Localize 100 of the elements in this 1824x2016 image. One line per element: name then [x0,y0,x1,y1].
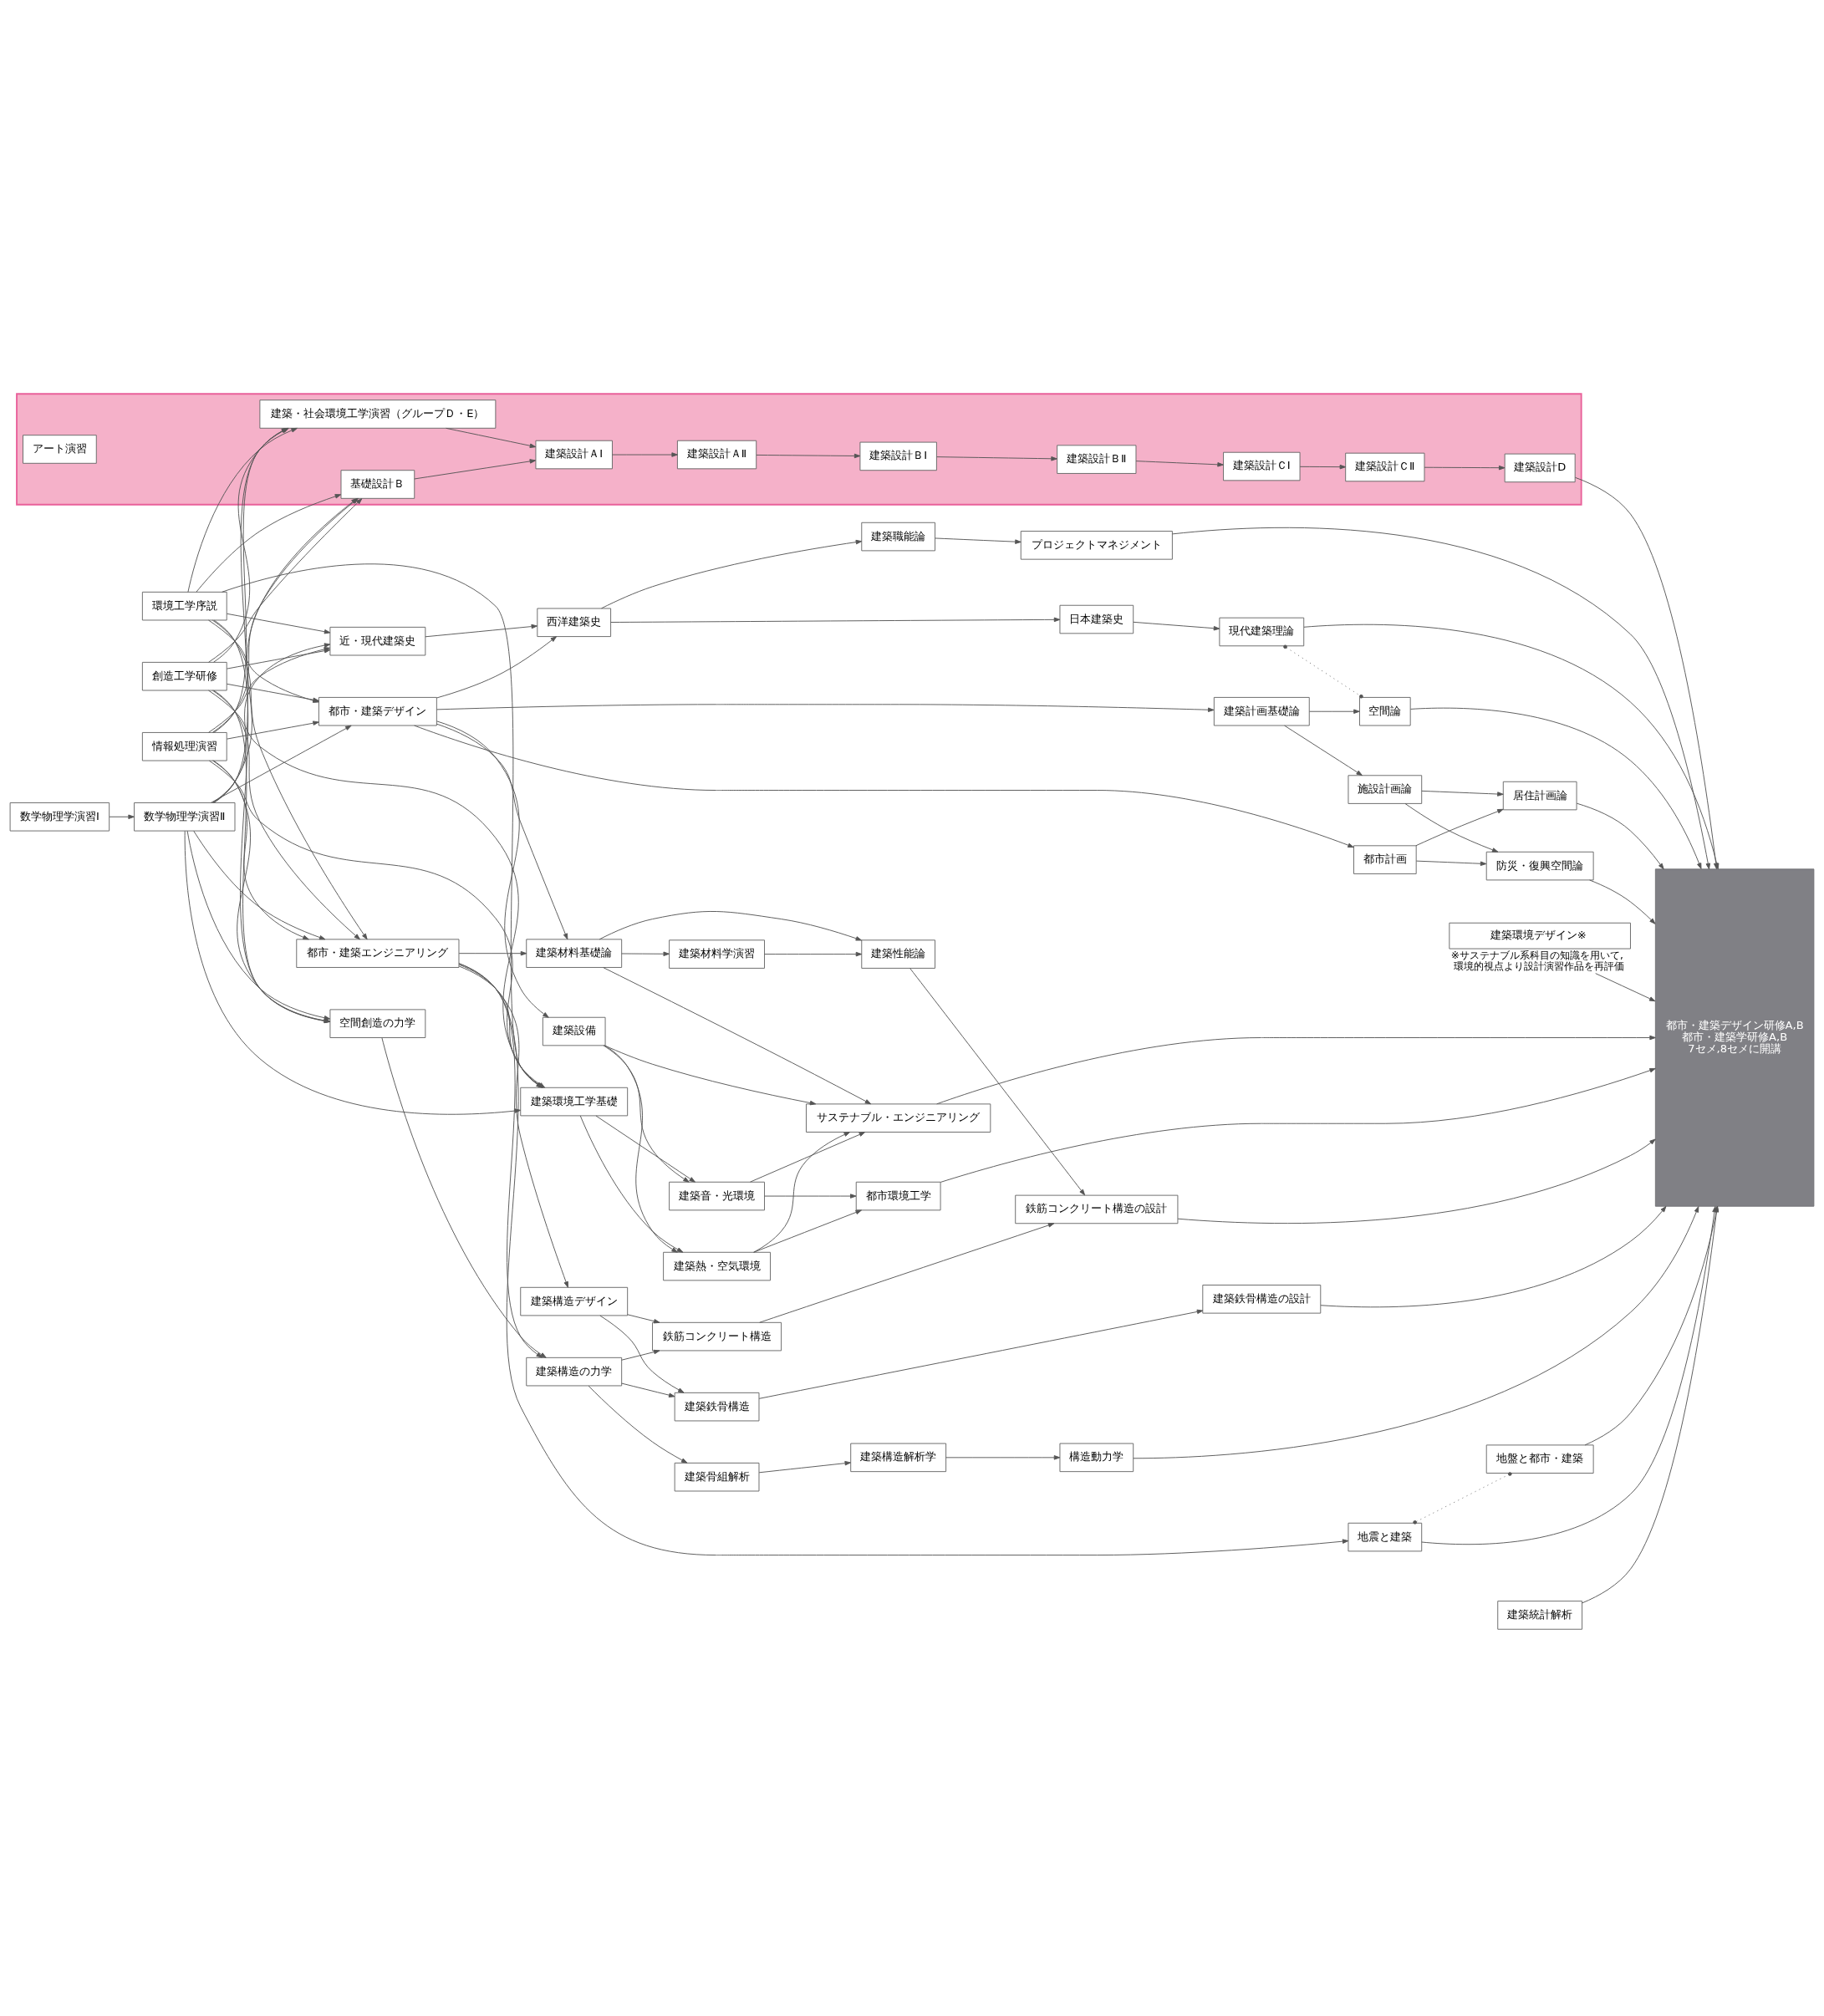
arrow [750,1131,866,1183]
node-box: 空間創造の力学 [329,1008,426,1038]
node-box: 鉄筋コンクリート構造 [652,1321,782,1351]
node-box: 建築設計ＢⅡ [1057,444,1137,474]
arrow [1177,1138,1656,1224]
arrow [458,950,527,955]
node-box: 建築統計解析 [1497,1600,1583,1630]
node-box: 都市・建築デザイン研修A,B 都市・建築学研修A,B 7セメ,8セメに開講 [1654,868,1815,1207]
node-box: 都市・建築デザイン [318,696,437,725]
arrow [753,1209,862,1253]
connector [1283,644,1363,699]
node-box: 建築職能論 [861,522,935,551]
arrow [603,1044,690,1183]
arrow [436,703,1215,712]
node-box: 建築構造の力学 [526,1357,623,1386]
arrow [1576,802,1664,869]
arrow [604,1044,817,1105]
arrow [936,456,1057,461]
arrow [764,951,863,956]
arrow [458,962,1349,1555]
arrow [1320,1205,1667,1307]
arrow [436,635,557,698]
arrow [414,725,1354,848]
arrow [588,1385,688,1464]
arrow [213,760,331,1023]
arrow [599,1315,685,1393]
node-box: 建築設計ＡⅡ [676,440,757,469]
arrow [1135,460,1224,467]
node-box: 建築設備 [542,1016,606,1046]
node-box: 地震と建築 [1348,1522,1423,1551]
arrow [940,1067,1656,1183]
arrow [758,1460,851,1473]
arrow [758,1309,1204,1399]
arrow [196,493,342,593]
arrow [212,760,309,939]
arrow [601,539,863,608]
arrow [1589,879,1656,924]
arrow [1595,972,1656,1001]
node-box: 環境工学序説 [141,591,227,620]
arrow [1309,708,1360,714]
arrow [446,427,537,448]
node-box: 建築設計ＣⅡ [1345,452,1425,481]
node-box: プロジェクトマネジメント [1020,530,1173,560]
node-box: 鉄筋コンクリート構造の設計 [1015,1194,1179,1224]
node-label: ※サステナブル系科目の知識を用いて,環境的視点より設計演習作品を再評価 [1450,949,1625,972]
node-box: 建築材料学演習 [669,939,765,969]
node-box: サステナブル・エンジニアリング [806,1102,991,1133]
arrow [764,1193,857,1199]
arrow [213,690,331,1023]
node-box: 建築設計ＡⅠ [535,440,613,469]
arrow [599,910,863,940]
node-box: 建築音・光環境 [669,1181,765,1210]
arrow [109,814,135,819]
arrow [210,725,352,803]
arrow [227,720,319,740]
arrow [1133,621,1220,630]
arrow [211,619,368,939]
arrow [595,1115,695,1183]
arrow [227,613,331,634]
node-box: 基礎設計Ｂ [340,469,415,499]
node-box: 建築骨組解析 [674,1462,760,1491]
arrow [945,1454,1061,1460]
node-box: 現代建築理論 [1219,617,1305,646]
node-box: 建築構造デザイン [520,1286,629,1316]
node-box: 日本建築史 [1059,604,1134,634]
node-box: 建築鉄骨構造 [674,1392,760,1421]
arrow [1421,790,1504,797]
arrow [621,951,670,956]
node-box: 建築環境工学基礎 [520,1087,629,1116]
arrow [1171,527,1711,869]
node-box: 施設計画論 [1348,774,1423,804]
arrow [1410,707,1702,869]
arrow [211,690,360,939]
node-box: 空間論 [1359,696,1411,725]
node-box: 建築・社会環境工学演習（グループＤ・E） [259,399,497,429]
arrow [436,723,568,939]
node-box: 地盤と都市・建築 [1485,1443,1594,1474]
arrow [759,1222,1055,1323]
connector [1413,1471,1512,1525]
arrow [1404,802,1499,853]
node-box: 構造動力学 [1059,1443,1134,1472]
arrow [621,1382,675,1397]
arrow [193,830,326,939]
node-box: 都市計画 [1353,844,1417,874]
node-box: 建築計画基礎論 [1213,696,1310,725]
arrow [1133,1205,1699,1459]
node-box: 創造工学研修 [141,661,227,690]
node-box: 建築設計ＢⅠ [859,441,937,471]
arrow [1284,725,1363,776]
arrow [909,967,1086,1195]
node-box: 数学物理学演習Ⅰ [9,802,110,832]
node-box: 建築熱・空気環境 [663,1251,771,1280]
arrow [610,617,1061,623]
node-box: 数学物理学演習Ⅱ [134,802,236,832]
arrow [1416,860,1487,866]
node-box: 建築構造解析学 [850,1443,947,1472]
arrow [627,1313,660,1323]
arrow [579,1114,684,1253]
arrow [458,964,568,1288]
node-box: 都市・建築エンジニアリング [296,938,460,968]
